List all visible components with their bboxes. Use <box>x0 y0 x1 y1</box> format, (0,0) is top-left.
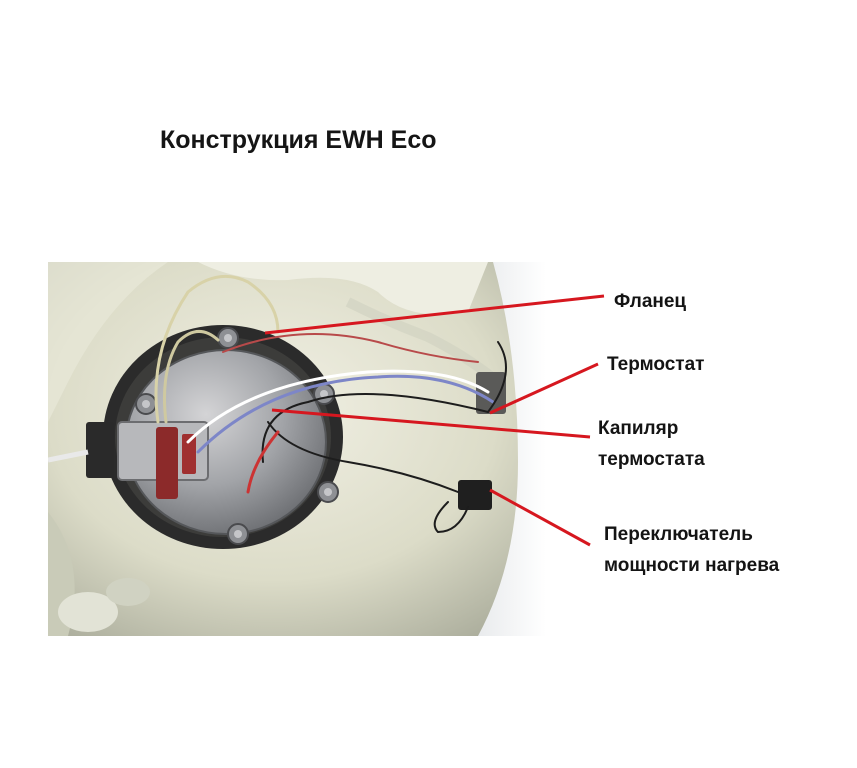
label-capillary: Капиляр термостата <box>598 413 705 475</box>
heater-photo <box>48 262 546 636</box>
flange-bolts <box>135 327 339 545</box>
label-thermostat-text: Термостат <box>607 354 705 375</box>
cable-clamp <box>86 422 114 478</box>
power-switch <box>458 480 492 510</box>
label-flange-text: Фланец <box>614 291 687 312</box>
label-capillary-line2: термостата <box>598 449 705 470</box>
label-flange: Фланец <box>614 286 686 317</box>
label-switch: Переключатель мощности нагрева <box>604 519 779 581</box>
label-capillary-line1: Капиляр <box>598 418 679 439</box>
label-switch-line1: Переключатель <box>604 524 753 545</box>
red-terminal <box>156 427 178 499</box>
label-thermostat: Термостат <box>607 349 705 380</box>
label-switch-line2: мощности нагрева <box>604 555 780 576</box>
diagram-title: Конструкция EWH Eco <box>160 126 437 154</box>
